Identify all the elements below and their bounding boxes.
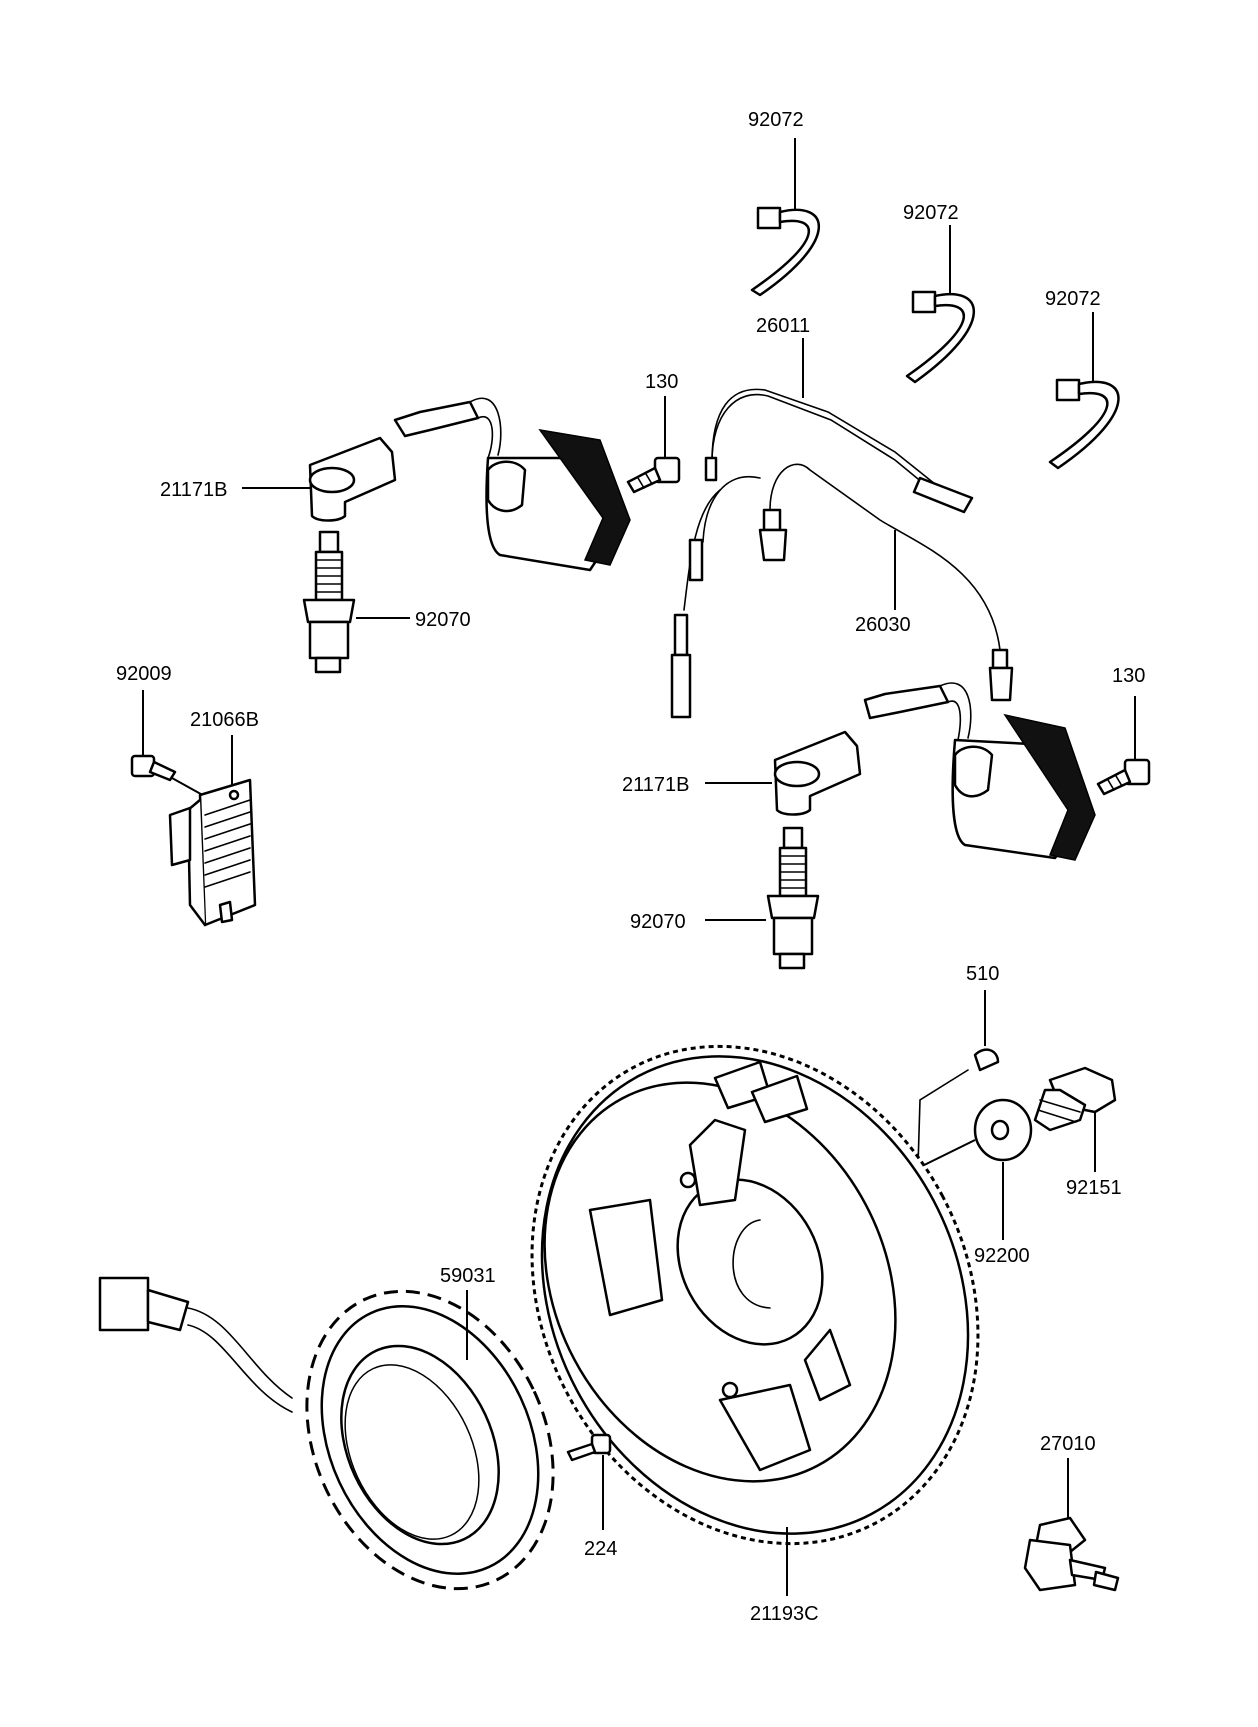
spark-plug-bottom	[705, 826, 820, 970]
label-key: 510	[966, 963, 999, 985]
regulator-21066B	[168, 735, 257, 927]
label-tie-2: 92072	[903, 202, 959, 224]
label-regulator: 21066B	[190, 709, 259, 731]
cable-tie-2	[905, 225, 975, 384]
flywheel-21193C	[530, 1044, 980, 1596]
oil-switch-27010	[1023, 1458, 1120, 1592]
spark-plug-top	[302, 530, 410, 674]
spark-plug-cap-bottom	[705, 730, 862, 816]
cable-tie-1	[750, 138, 820, 297]
key-510	[917, 990, 1000, 1167]
bolt-130-top	[626, 396, 681, 494]
label-plug-top: 92070	[415, 609, 471, 631]
bolt-130-right	[1096, 696, 1151, 796]
label-plug-bottom: 92070	[630, 911, 686, 933]
label-flywheel: 21193C	[750, 1603, 819, 1625]
label-wire-harness: 26030	[855, 614, 911, 636]
flywheel-bolt-92151	[1033, 1066, 1117, 1172]
wire-lead-26011	[704, 338, 974, 514]
label-cap-top: 21171B	[160, 479, 227, 501]
label-tie-1: 92072	[748, 109, 804, 131]
label-wire-lead: 26011	[756, 315, 810, 337]
screw-92009	[130, 690, 209, 799]
label-oil-switch: 27010	[1040, 1433, 1096, 1455]
label-stator: 59031	[440, 1265, 496, 1287]
washer-92200	[909, 1098, 1033, 1240]
label-bolt-top: 130	[645, 371, 678, 393]
label-flywheel-bolt: 92151	[1066, 1177, 1122, 1199]
spark-plug-cap-top	[242, 436, 397, 522]
stator-59031	[98, 1276, 555, 1591]
label-cap-bottom: 21171B	[622, 774, 689, 796]
cable-tie-3	[1048, 312, 1120, 470]
label-screw-reg: 92009	[116, 663, 172, 685]
ignition-coil-bottom	[863, 682, 1096, 861]
ignition-coil-top	[393, 397, 631, 572]
label-washer: 92200	[974, 1245, 1030, 1267]
label-tie-3: 92072	[1045, 288, 1101, 310]
stator-screw-224	[566, 1433, 612, 1530]
label-bolt-right: 130	[1112, 665, 1145, 687]
label-stator-screw: 224	[584, 1538, 617, 1560]
wire-harness-26030	[670, 463, 1014, 719]
